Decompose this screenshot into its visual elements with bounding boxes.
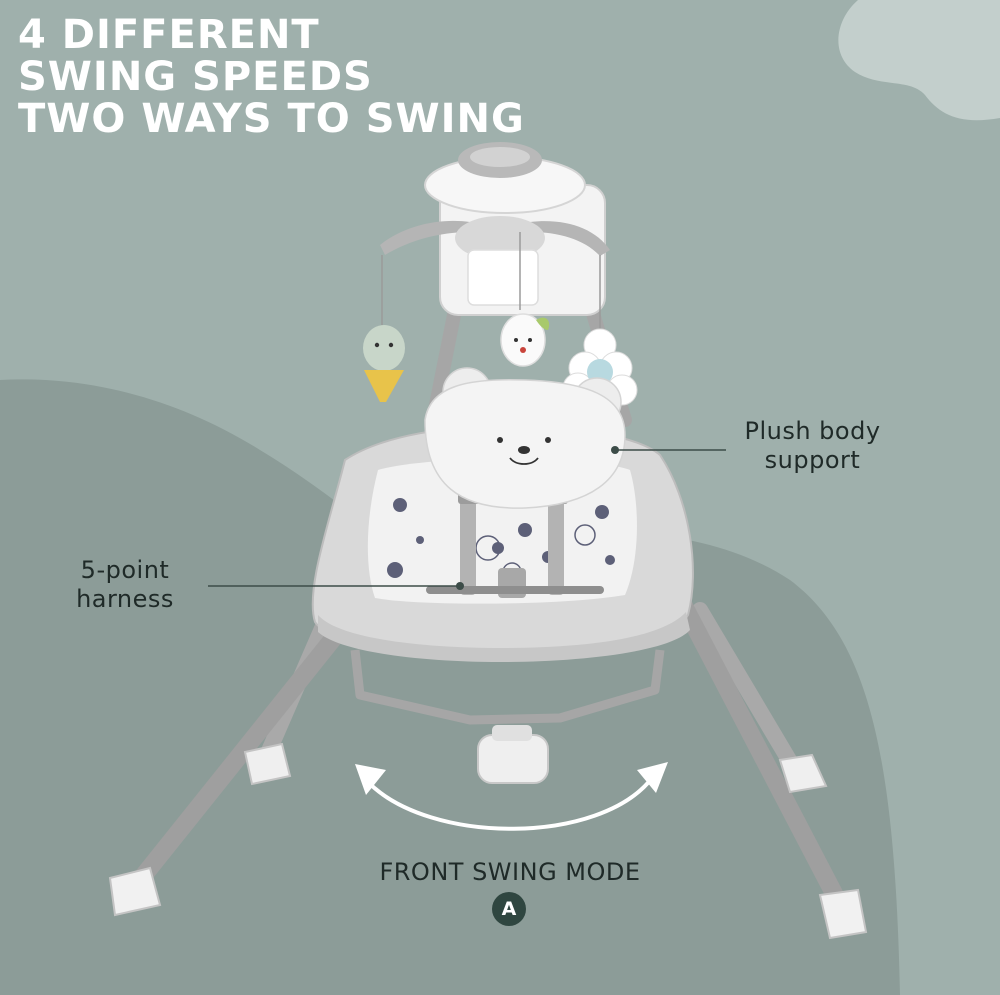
front-right-foot [818,888,868,940]
bear-head-pillow [424,367,626,509]
back-left-foot [243,742,292,786]
headline-line-3: TWO WAYS TO SWING [18,96,525,142]
swing-mode-label: FRONT SWING MODE [379,858,641,886]
mode-badge-icon: A [492,892,526,926]
back-right-foot [778,753,828,794]
background-cloud [838,0,1000,121]
hanging-toys [363,232,638,406]
plush-callout-dot [611,446,619,454]
harness-label-line-1: 5-point [80,556,170,584]
control-unit [380,142,610,316]
headline-line-1: 4 DIFFERENT [18,12,320,58]
mobile-arm-left [380,220,470,255]
egg-toy [500,313,550,367]
plush-label-line-2: support [764,446,861,474]
headline-line-2: SWING SPEEDS [18,54,373,100]
mobile-arm-right [530,221,610,256]
swing-base-hub [477,734,549,784]
liner-pattern [387,498,615,578]
swing-arrow-icon [355,762,668,831]
plush-label-line-1: Plush body [744,417,881,445]
ice-cream-toy [363,325,405,402]
background-blob [0,379,900,995]
front-left-foot [108,866,162,917]
harness-callout-dot [456,582,464,590]
harness-label-line-2: harness [76,585,174,613]
swing-frame [108,303,868,940]
five-point-harness-label: 5-point harness [60,556,190,614]
headline: 4 DIFFERENT SWING SPEEDS TWO WAYS TO SWI… [18,14,525,140]
swing-seat [311,367,694,662]
plush-body-support-label: Plush body support [730,417,895,475]
